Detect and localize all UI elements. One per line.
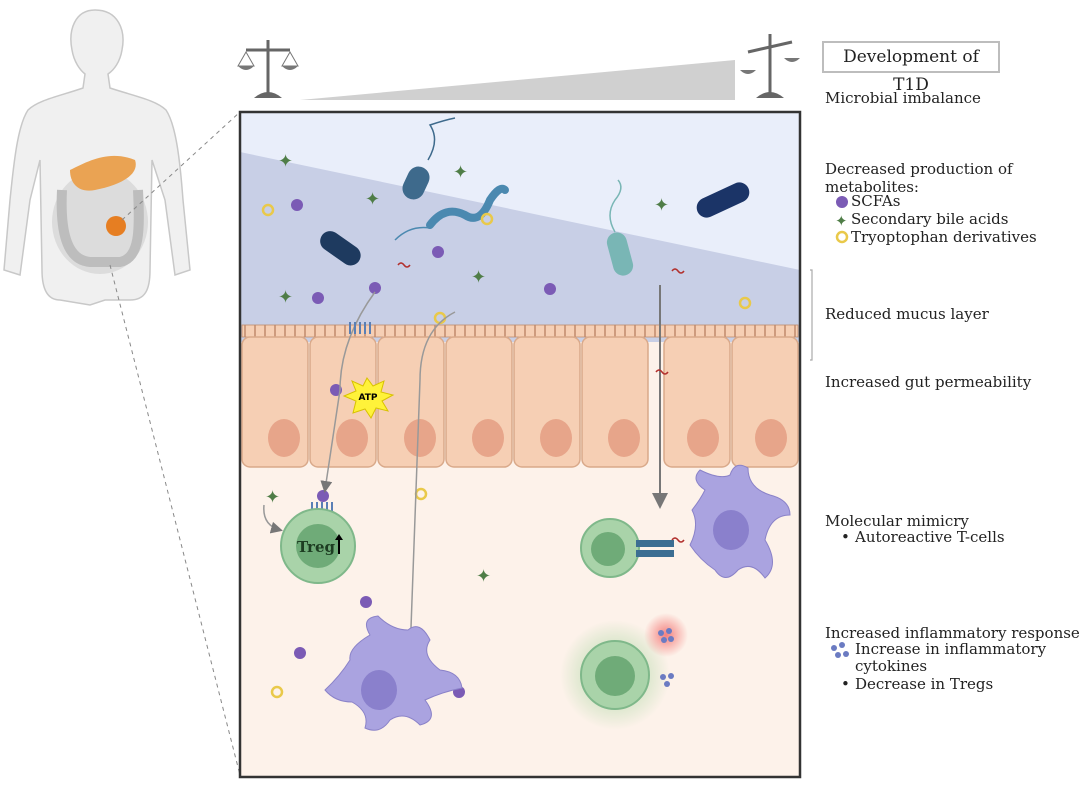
svg-text:✦: ✦ xyxy=(476,566,491,587)
bacteria xyxy=(320,117,750,276)
svg-text:✦: ✦ xyxy=(453,162,468,183)
label-tryptophan: Tryoptophan derivatives xyxy=(851,228,1037,246)
highlight-organ xyxy=(106,216,126,236)
scfa-molecules xyxy=(291,199,556,698)
label-mimicry: Molecular mimicry xyxy=(825,512,969,530)
label-permeability: Increased gut permeability xyxy=(825,373,1032,391)
balance-scale-icon xyxy=(237,40,299,98)
svg-text:✦: ✦ xyxy=(471,267,486,288)
label-inflammatory: Increased inflammatory response xyxy=(825,624,1080,642)
diagram-title: Development of T1D xyxy=(822,41,1000,95)
legend-tryptophan-icon xyxy=(835,230,849,244)
bile-acid-molecules: ✦ ✦ ✦ ✦ ✦ ✦ ✦ ✦ xyxy=(265,151,669,587)
svg-text:✦: ✦ xyxy=(265,487,280,508)
atp-label: ATP xyxy=(358,393,377,403)
label-decreased-production: Decreased production of metabolites: xyxy=(825,160,1013,196)
svg-text:✦: ✦ xyxy=(278,287,293,308)
dendritic-cell-top xyxy=(689,464,791,579)
gut-panel: ✦ ✦ ✦ ✦ ✦ ✦ ✦ ✦ ATP Treg xyxy=(238,110,802,779)
label-autoreactive: Autoreactive T-cells xyxy=(841,529,1005,547)
treg-cell: Treg xyxy=(280,508,356,584)
svg-text:✦: ✦ xyxy=(365,189,380,210)
human-body xyxy=(3,9,191,306)
legend-bile-icon: ✦ xyxy=(835,212,848,230)
label-microbial-imbalance: Microbial imbalance xyxy=(825,89,981,107)
treg-label: Treg xyxy=(297,538,336,556)
legend-cytokine-icon xyxy=(831,642,849,658)
label-mucus: Reduced mucus layer xyxy=(825,305,989,323)
unbalanced-scale-icon xyxy=(740,34,800,98)
dendritic-cell-bottom xyxy=(324,615,463,731)
panel-border xyxy=(238,110,802,779)
label-bile-acids: Secondary bile acids xyxy=(851,210,1009,228)
legend-scfa-icon xyxy=(836,196,848,208)
svg-text:✦: ✦ xyxy=(278,151,293,172)
label-cytokines: Increase in inflammatory cytokines xyxy=(855,640,1047,675)
label-scfas: SCFAs xyxy=(851,192,901,210)
gradient-wedge xyxy=(300,60,735,100)
svg-text:✦: ✦ xyxy=(654,195,669,216)
inflamed-t-cell xyxy=(560,613,688,730)
label-tregs-decrease: Decrease in Tregs xyxy=(841,676,993,694)
epithelial-cells xyxy=(241,336,799,468)
atp-burst: ATP xyxy=(342,377,395,419)
autoreactive-t-cell xyxy=(580,518,674,578)
